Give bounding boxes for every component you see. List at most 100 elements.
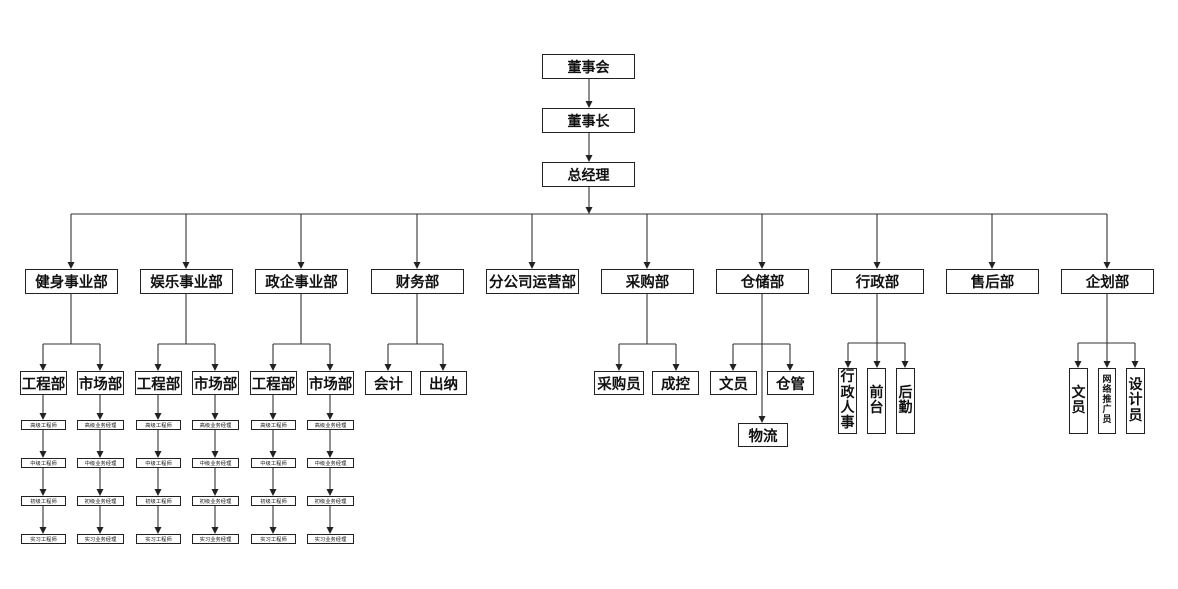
arrowhead	[873, 262, 881, 269]
government-mkt-senior: 高级业务经理	[307, 420, 354, 430]
fitness-engineering: 工程部	[20, 371, 67, 395]
arrowhead	[182, 262, 190, 269]
arrowhead	[729, 364, 737, 371]
arrowhead	[211, 451, 219, 458]
arrowhead	[154, 489, 162, 496]
arrowhead	[413, 262, 421, 269]
arrowhead	[1103, 361, 1111, 368]
general-manager-box: 总经理	[542, 162, 635, 187]
entertainment-eng-junior: 初级工程师	[136, 496, 181, 506]
arrowhead	[39, 413, 47, 420]
arrowhead	[615, 364, 623, 371]
board-box: 董事会	[542, 54, 635, 79]
arrowhead	[154, 451, 162, 458]
arrowhead	[154, 527, 162, 534]
dept-after-sales: 售后部	[946, 269, 1039, 294]
arrowhead	[326, 451, 334, 458]
admin-hr: 行政人事	[838, 368, 857, 434]
government-mkt-intern: 实习业务经理	[307, 534, 354, 544]
dept-warehousing: 仓储部	[716, 269, 809, 294]
fitness-eng-intern: 实习工程师	[21, 534, 66, 544]
arrowhead	[39, 451, 47, 458]
entertainment-eng-mid: 中级工程师	[136, 458, 181, 468]
government-eng-intern: 实习工程师	[251, 534, 296, 544]
arrowhead	[96, 527, 104, 534]
planning-designer: 设计员	[1126, 368, 1145, 434]
purchasing-buyer: 采购员	[594, 371, 644, 395]
admin-reception: 前台	[867, 368, 886, 434]
arrowhead	[96, 489, 104, 496]
government-mkt-mid: 中级业务经理	[307, 458, 354, 468]
arrowhead	[154, 413, 162, 420]
arrowhead	[269, 527, 277, 534]
arrowhead	[211, 527, 219, 534]
arrowhead	[269, 489, 277, 496]
arrowhead	[154, 364, 162, 371]
finance-cashier: 出纳	[420, 371, 467, 395]
arrowhead	[326, 413, 334, 420]
fitness-eng-mid: 中级工程师	[21, 458, 66, 468]
arrowhead	[297, 262, 305, 269]
arrowhead	[67, 262, 75, 269]
arrowhead	[211, 489, 219, 496]
arrowhead	[326, 527, 334, 534]
fitness-mkt-mid: 中级业务经理	[77, 458, 124, 468]
entertainment-mkt-junior: 初级业务经理	[192, 496, 239, 506]
government-mkt-junior: 初级业务经理	[307, 496, 354, 506]
entertainment-mkt-senior: 高级业务经理	[192, 420, 239, 430]
arrowhead	[96, 413, 104, 420]
entertainment-eng-senior: 高级工程师	[136, 420, 181, 430]
government-eng-senior: 高级工程师	[251, 420, 296, 430]
entertainment-eng-intern: 实习工程师	[136, 534, 181, 544]
dept-administration: 行政部	[831, 269, 924, 294]
arrowhead	[1131, 361, 1139, 368]
dept-finance: 财务部	[371, 269, 464, 294]
dept-government: 政企事业部	[255, 269, 348, 294]
arrowhead	[758, 416, 766, 423]
arrowhead	[96, 364, 104, 371]
planning-clerk: 文员	[1069, 368, 1088, 434]
government-marketing: 市场部	[307, 371, 354, 395]
arrowhead	[1074, 361, 1082, 368]
arrowhead	[269, 451, 277, 458]
purchasing-cost-control: 成控	[652, 371, 699, 395]
dept-planning: 企划部	[1061, 269, 1154, 294]
government-eng-junior: 初级工程师	[251, 496, 296, 506]
fitness-eng-junior: 初级工程师	[21, 496, 66, 506]
warehousing-logistics: 物流	[738, 423, 788, 447]
arrowhead	[585, 101, 593, 108]
fitness-mkt-senior: 高级业务经理	[77, 420, 124, 430]
dept-branch-operations: 分公司运营部	[486, 269, 579, 294]
arrowhead	[528, 262, 536, 269]
arrowhead	[326, 489, 334, 496]
arrowhead	[269, 413, 277, 420]
arrowhead	[643, 262, 651, 269]
arrowhead	[901, 361, 909, 368]
dept-entertainment: 娱乐事业部	[140, 269, 233, 294]
arrowhead	[988, 262, 996, 269]
arrowhead	[786, 364, 794, 371]
fitness-mkt-intern: 实习业务经理	[77, 534, 124, 544]
dept-purchasing: 采购部	[601, 269, 694, 294]
entertainment-mkt-intern: 实习业务经理	[192, 534, 239, 544]
arrowhead	[211, 364, 219, 371]
arrowhead	[585, 155, 593, 162]
arrowhead	[672, 364, 680, 371]
entertainment-mkt-mid: 中级业务经理	[192, 458, 239, 468]
fitness-eng-senior: 高级工程师	[21, 420, 66, 430]
warehousing-clerk: 文员	[710, 371, 757, 395]
arrowhead	[269, 364, 277, 371]
arrowhead	[1103, 262, 1111, 269]
planning-online-promoter: 网络推广员	[1098, 368, 1116, 434]
government-eng-mid: 中级工程师	[251, 458, 296, 468]
arrowhead	[39, 527, 47, 534]
fitness-mkt-junior: 初级业务经理	[77, 496, 124, 506]
arrowhead	[211, 413, 219, 420]
fitness-marketing: 市场部	[77, 371, 124, 395]
arrowhead	[326, 364, 334, 371]
admin-logistics: 后勤	[896, 368, 915, 434]
arrowhead	[585, 207, 593, 214]
arrowhead	[96, 451, 104, 458]
warehousing-keeper: 仓管	[767, 371, 814, 395]
entertainment-engineering: 工程部	[135, 371, 182, 395]
